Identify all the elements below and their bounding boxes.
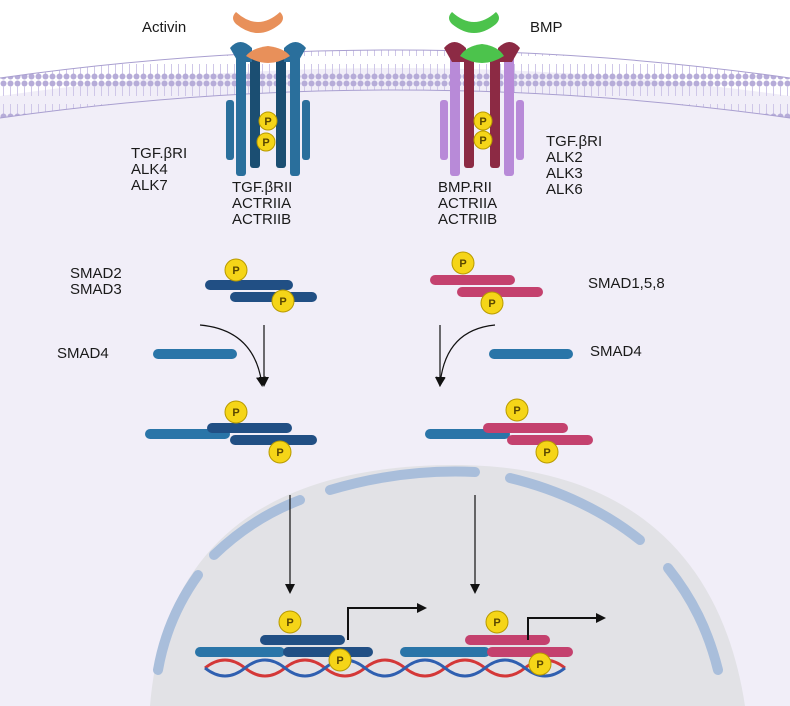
- phosphate-icon: P: [268, 440, 292, 464]
- svg-text:P: P: [543, 447, 550, 459]
- phosphate-icon: P: [224, 400, 248, 424]
- right-rsmad-complex: [430, 275, 543, 297]
- svg-text:P: P: [232, 407, 239, 419]
- left-transcription-arrow: [347, 603, 427, 640]
- left-trimer: [145, 423, 317, 445]
- left-rsmad-label: SMAD2: [70, 265, 122, 282]
- left-type2-receptor-label: TGF.βRII: [232, 179, 292, 196]
- phosphate-icon: P: [258, 111, 278, 131]
- right-rsmad-label: SMAD1,5,8: [588, 275, 665, 292]
- right-pathway-arrows: [435, 324, 496, 594]
- nucleus-body: [150, 465, 745, 706]
- svg-text:P: P: [286, 617, 293, 629]
- phosphate-icon: P: [480, 291, 504, 315]
- left-type1-receptor-label: TGF.βRI: [131, 145, 187, 162]
- phosphate-icon: P: [473, 130, 493, 150]
- svg-text:P: P: [536, 659, 543, 671]
- membrane-outer-edge: [0, 49, 790, 79]
- dna-helix: [204, 658, 566, 678]
- right-type1-receptor-label: ALK2: [546, 149, 583, 166]
- left-nuclear-complex: [195, 635, 373, 657]
- phosphate-icon: P: [224, 258, 248, 282]
- right-smad4-label: SMAD4: [590, 343, 642, 360]
- phosphate-icon: P: [528, 652, 552, 676]
- right-type1-receptor-label: TGF.βRI: [546, 133, 602, 150]
- membrane-inner-edge: [0, 89, 790, 119]
- phosphate-icon: P: [278, 610, 302, 634]
- svg-text:P: P: [279, 296, 286, 308]
- bmp-receptor-complex: [440, 42, 524, 176]
- svg-text:P: P: [459, 258, 466, 270]
- phosphate-groups: P P P P P P P P: [224, 111, 559, 676]
- left-type2-receptor-label: ACTRIIB: [232, 211, 291, 228]
- phosphate-icon: P: [328, 648, 352, 672]
- bmp-label: BMP: [530, 19, 563, 36]
- left-type1-receptor-label: ALK7: [131, 177, 168, 194]
- svg-text:P: P: [262, 137, 269, 149]
- svg-text:P: P: [493, 617, 500, 629]
- right-type1-receptor-label: ALK6: [546, 181, 583, 198]
- phosphate-icon: P: [473, 111, 493, 131]
- right-type2-receptor-label: BMP.RII: [438, 179, 492, 196]
- phosphate-icon: P: [271, 289, 295, 313]
- left-pathway-arrows: [199, 324, 295, 594]
- svg-text:P: P: [479, 135, 486, 147]
- right-type1-receptor-label: ALK3: [546, 165, 583, 182]
- svg-text:P: P: [488, 298, 495, 310]
- left-smad4-label: SMAD4: [57, 345, 109, 362]
- bmp-ligand: [449, 12, 499, 33]
- phosphate-icon: P: [485, 610, 509, 634]
- svg-text:P: P: [264, 116, 271, 128]
- svg-text:P: P: [232, 265, 239, 277]
- svg-text:P: P: [336, 655, 343, 667]
- nucleus: [150, 465, 745, 706]
- activin-label: Activin: [142, 19, 186, 36]
- phosphate-icon: P: [535, 440, 559, 464]
- left-type1-receptor-label: ALK4: [131, 161, 168, 178]
- plasma-membrane: [0, 50, 790, 118]
- svg-text:P: P: [276, 447, 283, 459]
- right-transcription-arrow: [527, 613, 606, 640]
- right-type2-receptor-label: ACTRIIB: [438, 211, 497, 228]
- left-type2-receptor-label: ACTRIIA: [232, 195, 291, 212]
- transcription-arrows: [347, 603, 606, 640]
- dna-strand-blue: [204, 658, 566, 678]
- svg-text:P: P: [479, 116, 486, 128]
- activin-ligand: [233, 12, 283, 33]
- labels: Activin BMP TGF.βRI ALK4 ALK7 TGF.βRII A…: [57, 19, 665, 362]
- right-nuclear-complex: [400, 635, 573, 657]
- svg-text:P: P: [513, 405, 520, 417]
- dna-strand-red: [204, 658, 566, 678]
- phosphate-icon: P: [505, 398, 529, 422]
- phosphate-icon: P: [256, 132, 276, 152]
- nuclear-envelope: [153, 466, 723, 675]
- activin-receptor-complex: [226, 42, 310, 176]
- left-rsmad-label: SMAD3: [70, 281, 122, 298]
- right-trimer: [425, 423, 593, 445]
- right-type2-receptor-label: ACTRIIA: [438, 195, 497, 212]
- phosphate-icon: P: [451, 251, 475, 275]
